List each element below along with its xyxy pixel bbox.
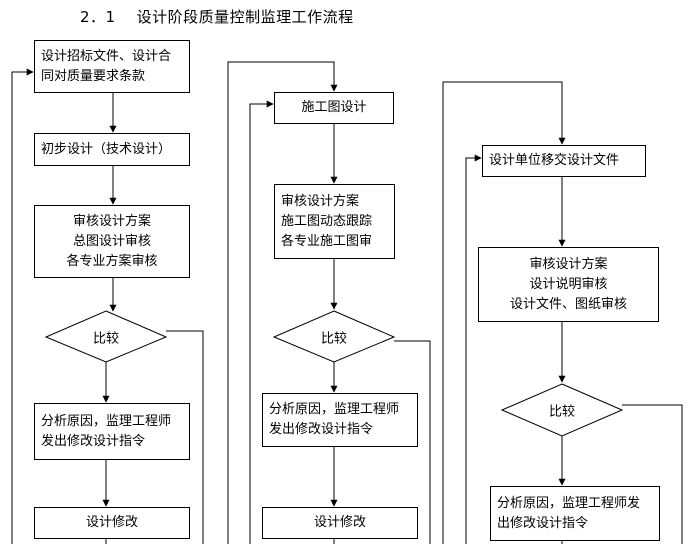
line-c2-feedback <box>249 100 274 544</box>
step-construction-drawing-design: 施工图设计 <box>274 92 394 124</box>
step-design-revision-c1: 设计修改 <box>34 507 190 539</box>
decision-label-c3: 比较 <box>548 404 576 420</box>
line-c2-entry <box>227 61 338 544</box>
decision-label-c2: 比较 <box>320 331 348 347</box>
decision-diamond-c2 <box>272 310 396 363</box>
line-c2-decision-out <box>394 340 431 544</box>
decision-diamond-c1 <box>44 310 168 363</box>
decision-diamond-c3 <box>500 383 624 437</box>
section-heading: 2．1 设计阶段质量控制监理工作流程 <box>80 6 354 27</box>
step-review-design-plan-c3: 审核设计方案 设计说明审核 设计文件、图纸审核 <box>478 247 659 322</box>
line-c1-decision-out <box>166 330 204 544</box>
line-c1-feedback <box>11 68 34 544</box>
step-analyze-cause-c1: 分析原因，监理工程师 发出修改设计指令 <box>34 403 190 460</box>
step-review-design-plan-c1: 审核设计方案 总图设计审核 各专业方案审核 <box>34 205 190 278</box>
section-number: 2．1 <box>80 8 116 26</box>
line-c3-decision-out <box>622 404 683 544</box>
step-design-revision-c2: 设计修改 <box>262 507 418 539</box>
step-analyze-cause-c2: 分析原因，监理工程师 发出修改设计指令 <box>262 393 418 447</box>
step-review-design-plan-c2: 审核设计方案 施工图动态跟踪 各专业施工图审 <box>274 184 395 259</box>
section-title: 设计阶段质量控制监理工作流程 <box>136 8 354 26</box>
line-c3-feedback <box>465 154 482 544</box>
step-design-unit-handover: 设计单位移交设计文件 <box>482 145 646 177</box>
decision-label-c1: 比较 <box>92 331 120 347</box>
step-analyze-cause-c3: 分析原因，监理工程师发 出修改设计指令 <box>490 486 660 541</box>
step-preliminary-design: 初步设计（技术设计） <box>34 133 190 166</box>
step-design-tender-docs: 设计招标文件、设计合 同对质量要求条款 <box>34 40 190 93</box>
line-c3-entry <box>442 81 566 544</box>
